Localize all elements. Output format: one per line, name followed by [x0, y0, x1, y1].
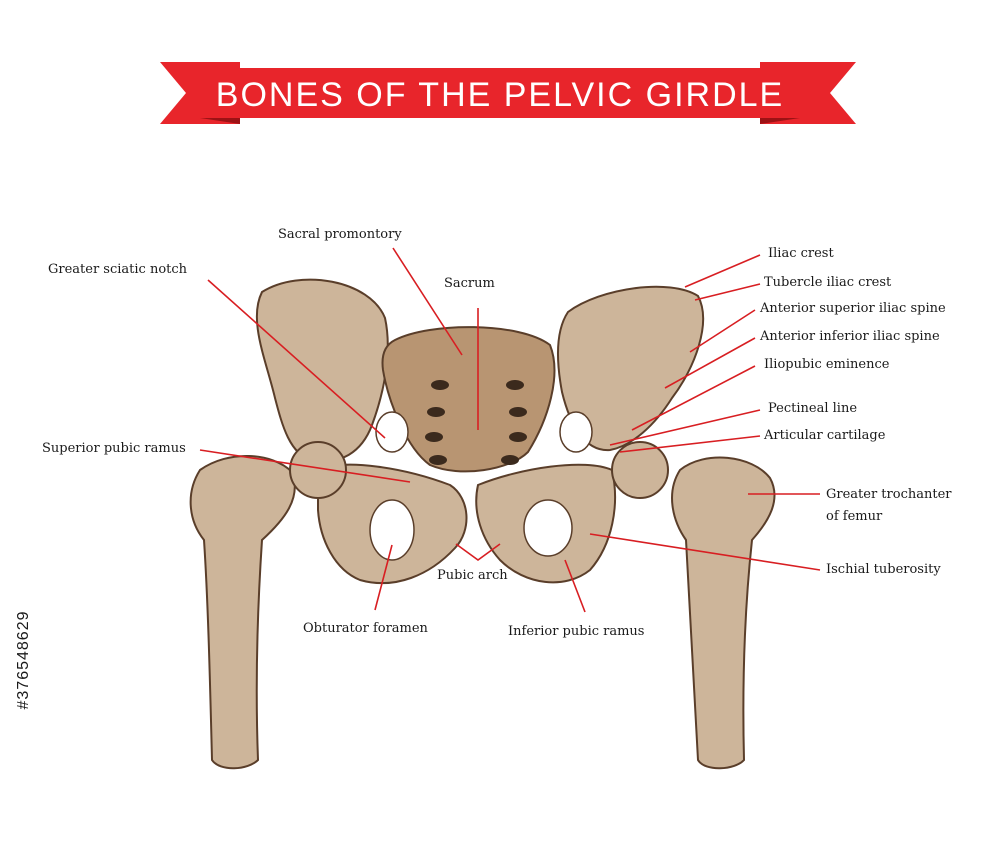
label-pubic-arch: Pubic arch — [437, 568, 508, 584]
sacral-foramen — [427, 407, 445, 417]
label-greater-sciatic-notch: Greater sciatic notch — [48, 262, 187, 278]
sacral-foramen — [509, 407, 527, 417]
bones — [191, 280, 775, 769]
label-obturator-foramen: Obturator foramen — [303, 621, 428, 637]
label-ischial-tuberosity: Ischial tuberosity — [826, 562, 941, 578]
leader-iliac-crest — [685, 255, 760, 287]
label-inferior-pubic-ramus: Inferior pubic ramus — [508, 624, 644, 640]
sacral-foramen — [425, 432, 443, 442]
label-greater-trochanter-line2: of femur — [826, 509, 882, 525]
leader-tubercle-iliac-crest — [695, 284, 760, 300]
right-sciatic-opening — [560, 412, 592, 452]
left-femoral-head — [290, 442, 346, 498]
label-anterior-superior-iliac-spine: Anterior superior iliac spine — [760, 301, 946, 317]
left-femur — [191, 456, 295, 768]
label-sacrum: Sacrum — [444, 276, 495, 292]
label-iliopubic-eminence: Iliopubic eminence — [764, 357, 889, 373]
label-sacral-promontory: Sacral promontory — [278, 227, 402, 243]
label-articular-cartilage: Articular cartilage — [764, 428, 885, 444]
sacral-foramen — [509, 432, 527, 442]
left-obturator-foramen — [370, 500, 414, 560]
sacral-foramen — [506, 380, 524, 390]
sacral-foramen — [431, 380, 449, 390]
sacral-foramen — [429, 455, 447, 465]
sacral-foramen — [501, 455, 519, 465]
label-greater-trochanter-line1: Greater trochanter — [826, 487, 951, 503]
stock-image-id: #376548629 — [14, 600, 34, 720]
label-pectineal-line: Pectineal line — [768, 401, 857, 417]
label-superior-pubic-ramus: Superior pubic ramus — [42, 441, 186, 457]
left-sciatic-opening — [376, 412, 408, 452]
label-tubercle-iliac-crest: Tubercle iliac crest — [764, 275, 891, 291]
label-anterior-inferior-iliac-spine: Anterior inferior iliac spine — [760, 329, 940, 345]
sacrum-bone — [383, 327, 555, 471]
left-ilium — [257, 280, 388, 462]
label-iliac-crest: Iliac crest — [768, 246, 834, 262]
right-obturator-foramen — [524, 500, 572, 556]
right-femur — [672, 458, 774, 769]
